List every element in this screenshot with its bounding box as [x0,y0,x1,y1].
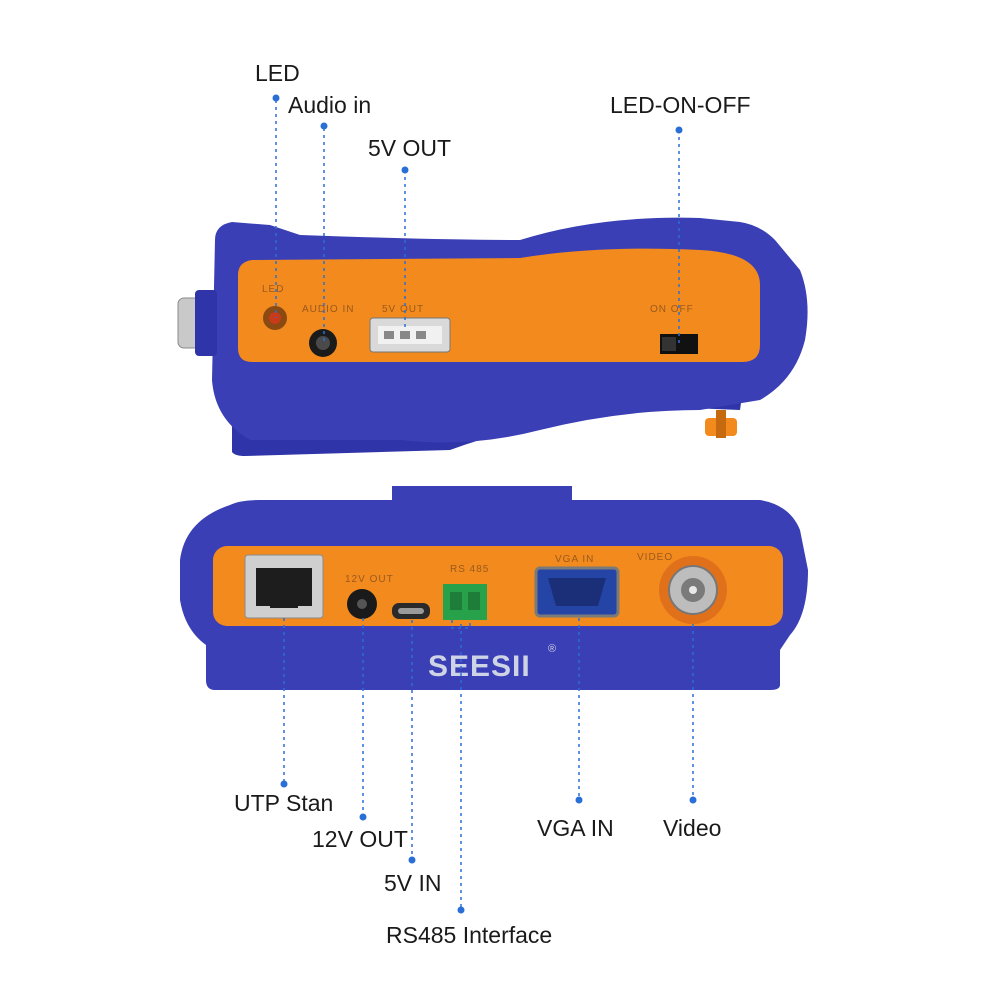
svg-text:VGA IN: VGA IN [555,554,594,565]
brand-logo: SEESII [428,650,531,683]
bottom-device: 12V OUT RS 485 VGA IN VIDEO SEESII ® [180,486,808,690]
label-video: Video [663,815,722,841]
label-5v-out: 5V OUT [368,135,452,161]
rs485-terminal [443,584,487,620]
label-5v-in: 5V IN [384,870,442,896]
top-device: LED AUDIO IN 5V OUT ON OFF [177,217,808,456]
svg-text:LED: LED [262,284,284,295]
leader-lines [275,100,694,908]
label-utp: UTP Stan [234,790,334,816]
label-audio-in: Audio in [288,92,372,118]
svg-text:RS 485: RS 485 [450,564,489,575]
top-orange-panel [238,248,760,362]
svg-text:AUDIO IN: AUDIO IN [302,304,354,315]
label-vga-in: VGA IN [537,815,614,841]
svg-text:12V OUT: 12V OUT [345,574,394,585]
label-led-on-off: LED-ON-OFF [610,92,751,118]
svg-text:5V OUT: 5V OUT [382,304,424,315]
label-led: LED [255,60,300,86]
svg-text:ON OFF: ON OFF [650,304,694,315]
svg-text:®: ® [548,643,556,655]
leader-dots [272,94,697,914]
label-rs485: RS485 Interface [386,922,553,948]
label-12v-out: 12V OUT [312,826,408,852]
svg-text:VIDEO: VIDEO [637,552,673,563]
